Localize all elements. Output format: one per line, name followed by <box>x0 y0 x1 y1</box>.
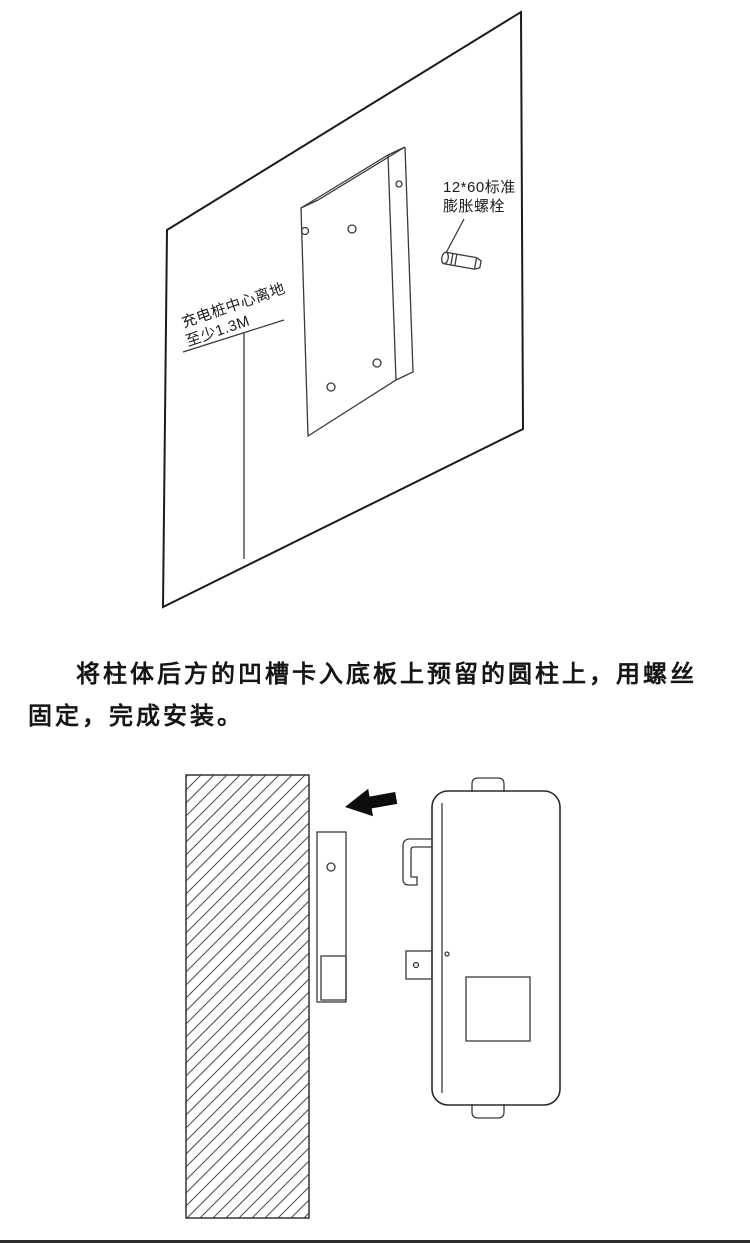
charger-bottom-tab <box>471 1104 505 1119</box>
charger-lower-clip <box>405 950 433 980</box>
bracket-plate <box>316 831 347 1003</box>
bolt-leader-line <box>445 218 465 254</box>
height-label: 充电桩中心离地 至少1.3M <box>180 280 288 350</box>
bolt-label-line2: 膨胀螺栓 <box>443 198 505 215</box>
charger-mount-hook <box>402 838 432 886</box>
bottom-divider <box>0 1240 750 1243</box>
wall-panel-outline <box>161 10 525 609</box>
mounting-hole <box>300 226 310 236</box>
height-label-underline <box>182 319 285 353</box>
mounting-hole <box>372 358 382 368</box>
expansion-bolt-illustration <box>441 251 482 270</box>
charger-top-tab <box>471 777 505 792</box>
instruction-text: 将柱体后方的凹槽卡入底板上预留的圆柱上，用螺丝固定，完成安装。 <box>28 661 697 730</box>
body-screw-dot <box>444 951 450 957</box>
charger-install-diagram <box>185 774 561 1219</box>
mounting-hole <box>395 180 403 188</box>
mounting-hole <box>326 382 336 392</box>
charger-screen <box>465 976 531 1042</box>
left-arrow-icon <box>345 788 398 817</box>
wall-bracket <box>316 831 347 1003</box>
charger-unit <box>402 777 561 1119</box>
backplate-side-edge <box>395 146 414 381</box>
bracket-lower-detail <box>320 955 347 1001</box>
wall-mount-diagram: 12*60标准 膨胀螺栓 充电桩中心离地 至少1.3M <box>161 10 525 609</box>
clip-screw-hole <box>412 961 420 969</box>
backplate-mounting-holes <box>300 180 403 392</box>
bolt-label-line1: 12*60标准 <box>443 179 516 196</box>
backplate-top-edge <box>300 146 406 209</box>
mounting-hole <box>347 224 357 234</box>
wall-section-hatched <box>185 774 310 1219</box>
charger-body-outline <box>431 790 561 1106</box>
bracket-hole <box>326 862 336 872</box>
backplate-front-face <box>300 153 397 438</box>
